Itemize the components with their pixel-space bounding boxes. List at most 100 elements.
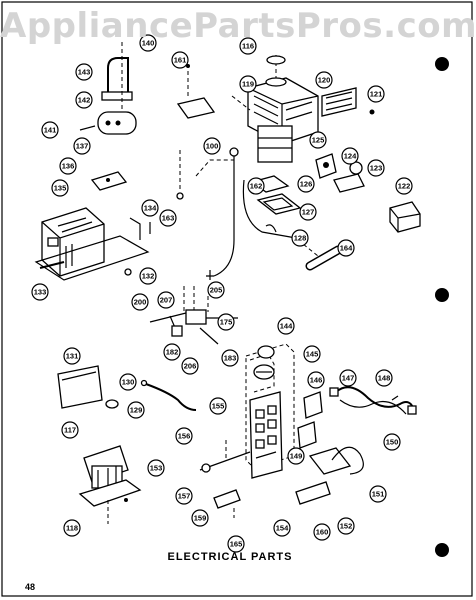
callout-label: 135 [54,184,67,193]
callout-207: 207 [157,291,175,309]
callout-label: 146 [310,376,323,385]
callout-label: 205 [210,286,223,295]
callout-156: 156 [175,427,193,445]
callout-137: 137 [73,137,91,155]
callout-label: 127 [302,208,315,217]
callout-label: 132 [142,272,155,281]
callout-label: 145 [306,350,319,359]
callout-131: 131 [63,347,81,365]
callout-121: 121 [367,85,385,103]
callout-164: 164 [337,239,355,257]
callout-label: 130 [122,378,135,387]
binder-hole-top [435,57,449,71]
callout-160: 160 [313,523,331,541]
callout-200: 200 [131,293,149,311]
callout-142: 142 [75,91,93,109]
callout-152: 152 [337,517,355,535]
interlock-switch-assembly [149,286,238,345]
callout-163: 163 [159,209,177,227]
fan-motor [78,445,142,524]
callout-159: 159 [191,509,209,527]
callout-label: 160 [316,528,329,537]
callout-136: 136 [59,157,77,175]
callout-label: 143 [78,68,91,77]
callout-label: 116 [242,42,254,51]
callout-154: 154 [273,519,291,537]
callout-label: 161 [174,56,187,65]
callout-149: 149 [287,447,305,465]
callout-165: 165 [227,535,245,553]
callout-label: 117 [64,426,76,435]
callout-label: 124 [344,152,357,161]
relay [297,391,323,449]
callout-157: 157 [175,487,193,505]
callout-117: 117 [61,421,79,439]
callout-116: 116 [239,37,257,55]
callout-132: 132 [139,267,157,285]
callout-label: 120 [318,76,331,85]
callout-label: 153 [150,464,163,473]
callout-label: 151 [372,490,385,499]
magnetron [247,55,319,163]
callout-205: 205 [207,281,225,299]
callout-153: 153 [147,459,165,477]
callout-129: 129 [127,401,145,419]
callout-label: 123 [370,164,383,173]
base-plate [34,217,150,281]
callout-120: 120 [315,71,333,89]
callout-146: 146 [307,371,325,389]
callout-label: 136 [62,162,75,171]
cover-plate [57,365,103,409]
mounting-screws [124,150,184,276]
callout-label: 206 [184,362,197,371]
terminal-block [389,201,421,233]
callout-label: 159 [194,514,207,523]
noise-filter [295,446,364,505]
callout-175: 175 [217,313,235,331]
callout-127: 127 [299,203,317,221]
callout-label: 129 [130,406,143,415]
binder-hole-middle [435,288,449,302]
callout-label: 126 [300,180,313,189]
callout-183: 183 [221,349,239,367]
callout-label: 121 [370,90,383,99]
door-switch-actuator [253,345,275,380]
callout-label: 157 [178,492,191,501]
callout-label: 162 [250,182,263,191]
callout-label: 150 [386,438,399,447]
fuse-holder [315,153,337,179]
callout-label: 144 [280,322,293,331]
callout-label: 165 [230,540,243,549]
callout-143: 143 [75,63,93,81]
callout-label: 149 [290,452,303,461]
callout-150: 150 [383,433,401,451]
callout-118: 118 [63,519,81,537]
callout-206: 206 [181,357,199,375]
high-voltage-wiring [195,95,319,280]
callout-151: 151 [369,485,387,503]
callout-161: 161 [171,51,189,69]
callout-label: 147 [342,374,355,383]
callout-label: 142 [78,96,91,105]
callout-label: 128 [294,234,307,243]
callout-label: 148 [378,374,391,383]
callout-label: 125 [312,136,325,145]
callout-141: 141 [41,121,59,139]
capacitor-assembly [79,42,137,135]
callout-label: 163 [162,214,175,223]
callout-126: 126 [297,175,315,193]
callout-140: 140 [139,34,157,52]
callout-162: 162 [247,177,265,195]
callout-label: 152 [340,522,353,531]
callout-label: 137 [76,142,89,151]
callout-130: 130 [119,373,137,391]
callout-128: 128 [291,229,309,247]
callout-label: 155 [212,402,225,411]
callout-label: 118 [66,524,78,533]
callout-label: 134 [144,204,157,213]
switch-bracket [333,161,365,193]
callout-148: 148 [375,369,393,387]
callout-label: 200 [134,298,147,307]
